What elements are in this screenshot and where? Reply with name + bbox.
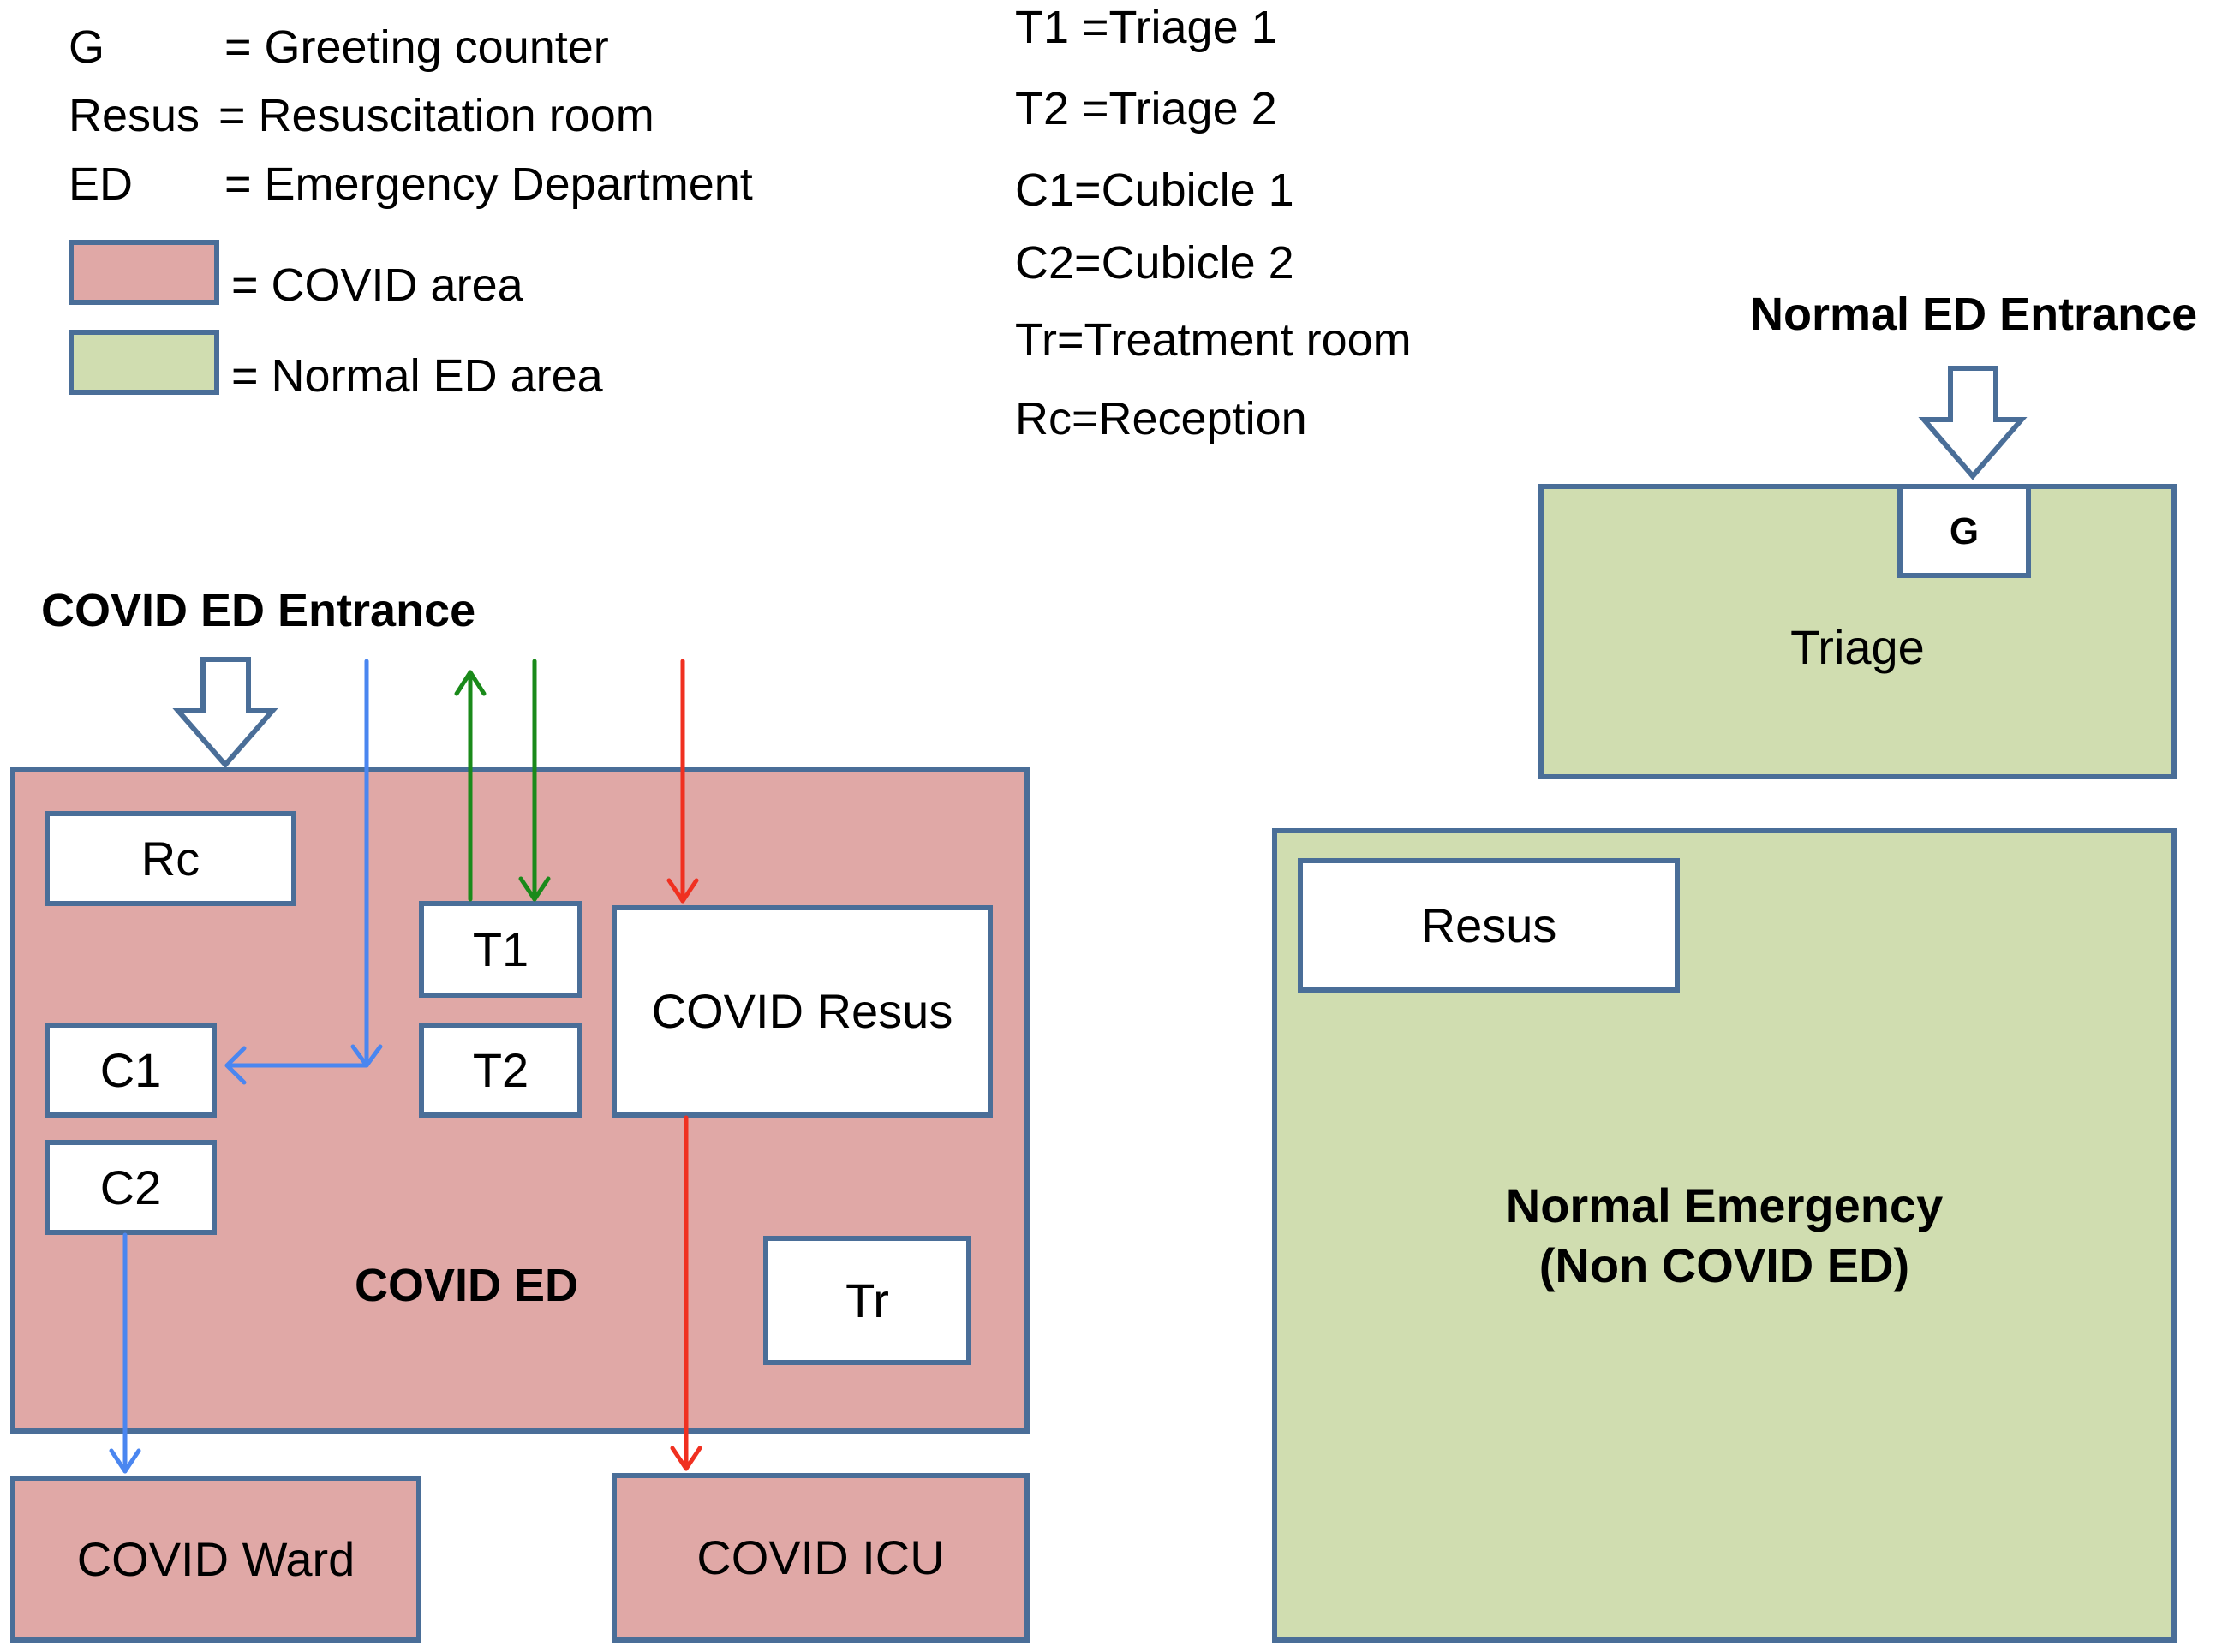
room-tr: Tr: [763, 1236, 971, 1365]
covid-icu-label: COVID ICU: [696, 1530, 945, 1584]
covid-ward: COVID Ward: [10, 1476, 421, 1643]
legend-room-t2: T2 =Triage 2: [1015, 83, 1277, 134]
room-rc-label: Rc: [140, 831, 200, 886]
room-c2-label: C2: [99, 1160, 162, 1214]
room-c2: C2: [45, 1140, 217, 1235]
covid-icu: COVID ICU: [612, 1473, 1030, 1643]
legend-meaning-resus: = Resuscitation room: [218, 90, 654, 141]
legend-swatch-covid-label: = COVID area: [231, 259, 523, 311]
room-c1-label: C1: [99, 1042, 162, 1097]
legend-swatch-covid: [69, 240, 219, 305]
covid-entrance-label: COVID ED Entrance: [41, 585, 476, 636]
green-arrowhead-up-icon: [454, 670, 487, 696]
normal-emergency-area: Normal Emergency (Non COVID ED): [1272, 828, 2177, 1643]
normal-emergency-label: Normal Emergency: [1505, 1178, 1944, 1232]
room-rc: Rc: [45, 811, 296, 906]
room-normal-resus: Resus: [1298, 858, 1680, 993]
room-tr-label: Tr: [845, 1273, 889, 1327]
triage-area: Triage: [1538, 484, 2177, 779]
room-t2-label: T2: [472, 1042, 529, 1097]
room-t1-label: T1: [472, 921, 529, 976]
legend-meaning-ed: = Emergency Department: [224, 158, 753, 210]
covid-ed-label: COVID ED: [355, 1260, 579, 1311]
room-normal-resus-label: Resus: [1420, 898, 1557, 952]
room-covid-resus-label: COVID Resus: [651, 984, 953, 1038]
legend-swatch-normal: [69, 330, 219, 395]
blue-arrowhead-ward-icon: [109, 1448, 141, 1474]
legend-room-c1: C1=Cubicle 1: [1015, 164, 1294, 216]
room-covid-resus: COVID Resus: [612, 905, 993, 1118]
greeting-counter: G: [1897, 484, 2031, 578]
normal-emergency-sublabel: (Non COVID ED): [1538, 1238, 1910, 1292]
room-t2: T2: [419, 1023, 582, 1118]
normal-entrance-arrow-icon: [1918, 366, 2028, 480]
legend-room-rc: Rc=Reception: [1015, 393, 1307, 444]
legend-abbr-g: G: [69, 21, 105, 73]
triage-label: Triage: [1790, 620, 1925, 674]
red-arrowhead-icu-icon: [670, 1446, 702, 1471]
legend-abbr-ed: ED: [69, 158, 134, 210]
room-c1: C1: [45, 1023, 217, 1118]
covid-ward-label: COVID Ward: [76, 1531, 355, 1586]
legend-abbr-resus: Resus: [69, 90, 200, 141]
legend-room-tr: Tr=Treatment room: [1015, 314, 1412, 366]
greeting-counter-label: G: [1949, 510, 1980, 552]
legend-room-t1: T1 =Triage 1: [1015, 2, 1277, 53]
room-t1: T1: [419, 901, 582, 998]
covid-entrance-arrow-icon: [172, 657, 278, 769]
legend-room-c2: C2=Cubicle 2: [1015, 237, 1294, 289]
normal-entrance-label: Normal ED Entrance: [1750, 289, 2198, 340]
legend-meaning-g: = Greeting counter: [224, 21, 609, 73]
legend-swatch-normal-label: = Normal ED area: [231, 350, 603, 402]
